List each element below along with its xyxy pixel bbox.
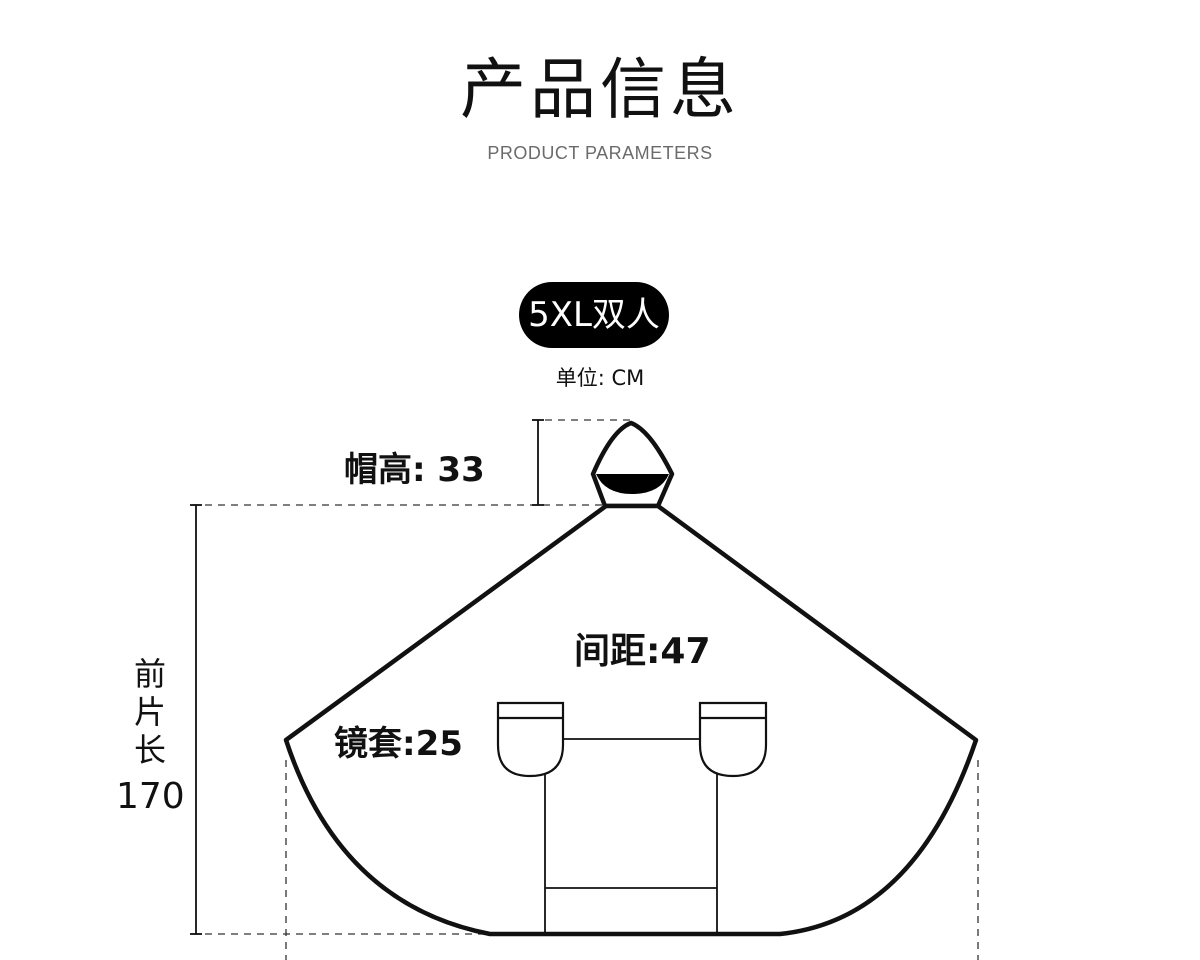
cape-body bbox=[283, 503, 979, 937]
visor-left bbox=[496, 701, 565, 778]
page-title: 产品信息 bbox=[460, 51, 740, 128]
hood-opening bbox=[596, 474, 669, 494]
front-length-label: 前片长 bbox=[133, 655, 166, 769]
visor-right bbox=[698, 701, 768, 778]
page-subtitle: PRODUCT PARAMETERS bbox=[487, 143, 713, 163]
size-badge: 5XL双人 bbox=[519, 282, 669, 348]
inner-panel bbox=[544, 738, 718, 934]
front-length-value: 170 bbox=[116, 776, 185, 817]
hood-height-label: 帽高: 33 bbox=[344, 450, 485, 490]
visor-label: 镜套:25 bbox=[334, 724, 463, 764]
unit-label: 单位: CM bbox=[555, 366, 645, 390]
spacing-label: 间距:47 bbox=[574, 631, 711, 672]
